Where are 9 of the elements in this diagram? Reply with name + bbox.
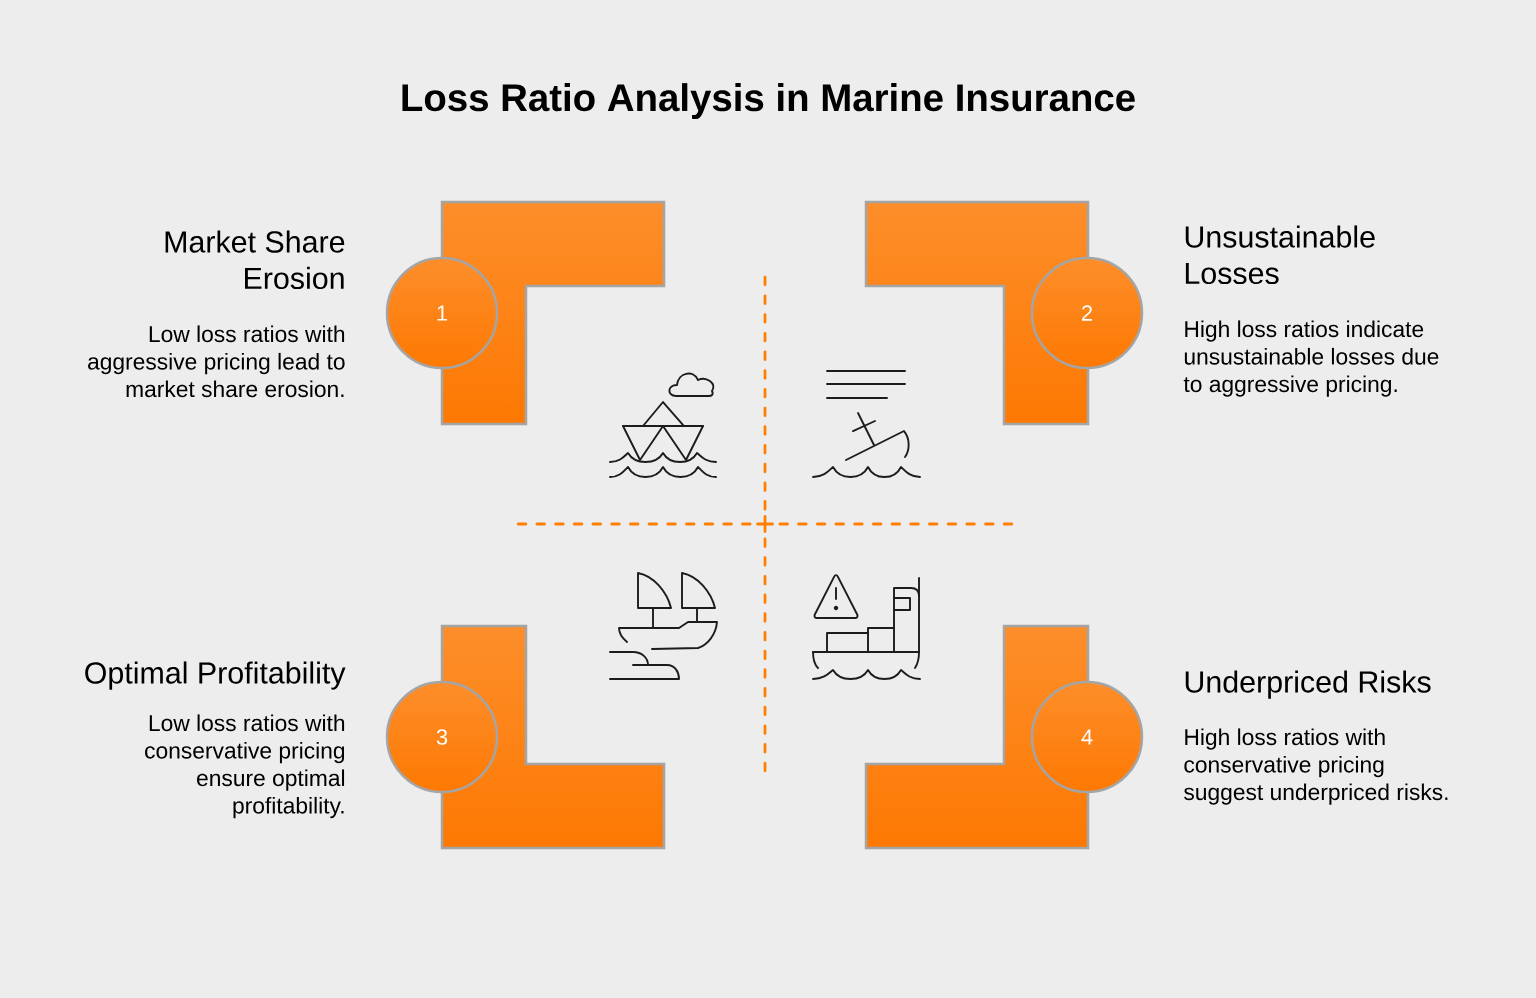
title: Loss Ratio Analysis in Marine Insurance [402,83,1135,119]
description-text: Low loss ratios with aggressive pricing lead to market share erosion. [88,325,345,398]
quadrant-heading: Market Share Erosion [165,230,345,290]
quadrant-heading: Underpriced Risks [1185,670,1431,699]
quadrant-heading: Unsustainable Losses [1185,225,1375,285]
description-text: Low loss ratios with conservative pricing ensure optimal profitability. [145,714,345,819]
description-text: High loss ratios with conservative pricing suggest underpriced risks. [1184,728,1448,805]
quadrant-heading: Optimal Profitability [85,661,346,690]
description-text: High loss ratios indicate unsustainable losses due to aggressive pricing. [1183,320,1439,397]
